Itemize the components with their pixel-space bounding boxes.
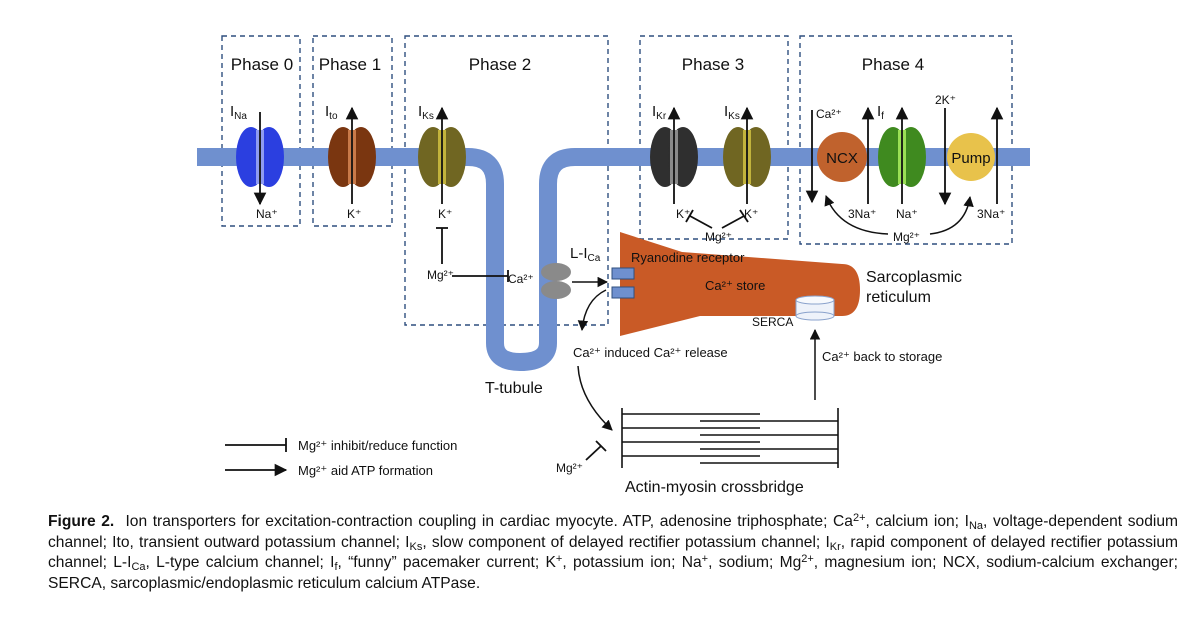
- if-label: If: [877, 103, 884, 122]
- t-tubule-label: T-tubule: [485, 380, 543, 397]
- phase0-title: Phase 0: [231, 55, 293, 74]
- phase3-box: [639, 35, 789, 240]
- l-type-calcium-channel-upper: [541, 263, 571, 281]
- iks-phase3-ion-label: K⁺: [744, 207, 758, 221]
- serca-pump: [795, 295, 835, 321]
- ikr-ion-label: K⁺: [676, 207, 690, 221]
- ryanodine-receptor-lower: [611, 286, 635, 299]
- ryanodine-receptor-upper: [611, 267, 635, 280]
- sarcoplasmic-label-line2: reticulum: [866, 289, 931, 306]
- figure-caption: Figure 2. Ion transporters for excitatio…: [48, 512, 1179, 592]
- ryanodine-receptor-label: Ryanodine receptor: [631, 250, 745, 265]
- iks-phase2-label: IKs: [418, 103, 434, 122]
- ncx-label: NCX: [826, 150, 858, 167]
- actin-myosin-crossbridge: [621, 408, 839, 468]
- phase3-mg-inhibit-ikr: [689, 215, 713, 229]
- crossbridge-mg-inhibit-line: [585, 445, 602, 461]
- phase3-mg-inhibit-iks: [721, 215, 745, 229]
- phase1-box: [312, 35, 393, 227]
- phase3-title: Phase 3: [682, 55, 744, 74]
- phase1-title: Phase 1: [319, 55, 381, 74]
- ion-transporter-diagram: Phase 0 Phase 1 Phase 2 Phase 3 Phase 4: [197, 35, 1030, 496]
- legend-aid-label: Mg²⁺ aid ATP formation: [298, 463, 433, 478]
- cicr-label: Ca²⁺ induced Ca²⁺ release: [573, 345, 728, 360]
- tubule-ca-label: Ca²⁺: [508, 272, 534, 286]
- ncx-3na-label: 3Na⁺: [848, 207, 876, 221]
- if-na-label: Na⁺: [896, 207, 918, 221]
- legend: Mg²⁺ inhibit/reduce function Mg²⁺ aid AT…: [225, 438, 457, 478]
- ito-ion-label: K⁺: [347, 207, 361, 221]
- ito-label: Ito: [325, 103, 338, 122]
- l-type-calcium-channel-lower: [541, 281, 571, 299]
- phase4-mg-aid-arrow-left: [824, 195, 889, 235]
- serca-label: SERCA: [752, 315, 793, 329]
- phase4-title: Phase 4: [862, 55, 924, 74]
- ca-to-crossbridge-arrow: [577, 365, 613, 431]
- phase4-box: [799, 35, 1013, 245]
- legend-inhibit-label: Mg²⁺ inhibit/reduce function: [298, 438, 457, 453]
- sarcoplasmic-label-line1: Sarcoplasmic: [866, 269, 962, 286]
- ncx-exchanger: NCX: [817, 132, 867, 182]
- ikr-label: IKr: [652, 103, 667, 122]
- iks-phase2-ion-label: K⁺: [438, 207, 452, 221]
- phase3-mg-label: Mg²⁺: [705, 230, 732, 244]
- ca-store-label: Ca²⁺ store: [705, 278, 765, 293]
- pump-2k-label: 2K⁺: [935, 93, 956, 107]
- ina-ion-label: Na⁺: [256, 207, 278, 221]
- caption-label: Figure 2.: [48, 513, 115, 530]
- back-to-storage-label: Ca²⁺ back to storage: [822, 349, 942, 364]
- iks-phase3-label: IKs: [724, 103, 740, 122]
- phase4-mg-label: Mg²⁺: [893, 230, 920, 244]
- pump-label: Pump: [951, 150, 990, 167]
- phase-boxes: [221, 35, 1013, 326]
- phase2-box: [404, 35, 609, 326]
- phase2-title: Phase 2: [469, 55, 531, 74]
- crossbridge-mg-label: Mg²⁺: [556, 461, 583, 475]
- ncx-ca-label: Ca²⁺: [816, 107, 842, 121]
- lica-label: L-ICa: [570, 245, 601, 264]
- cell-membrane: [197, 148, 1030, 371]
- pump-3na-label: 3Na⁺: [977, 207, 1005, 221]
- phase0-box: [221, 35, 301, 227]
- phase4-mg-aid-arrow-right: [929, 195, 974, 235]
- phase2-mg-label: Mg²⁺: [427, 268, 454, 282]
- na-k-pump: Pump: [947, 133, 995, 181]
- actin-myosin-label: Actin-myosin crossbridge: [625, 479, 804, 496]
- ina-label: INa: [230, 103, 247, 122]
- cicr-arrow: [577, 289, 607, 332]
